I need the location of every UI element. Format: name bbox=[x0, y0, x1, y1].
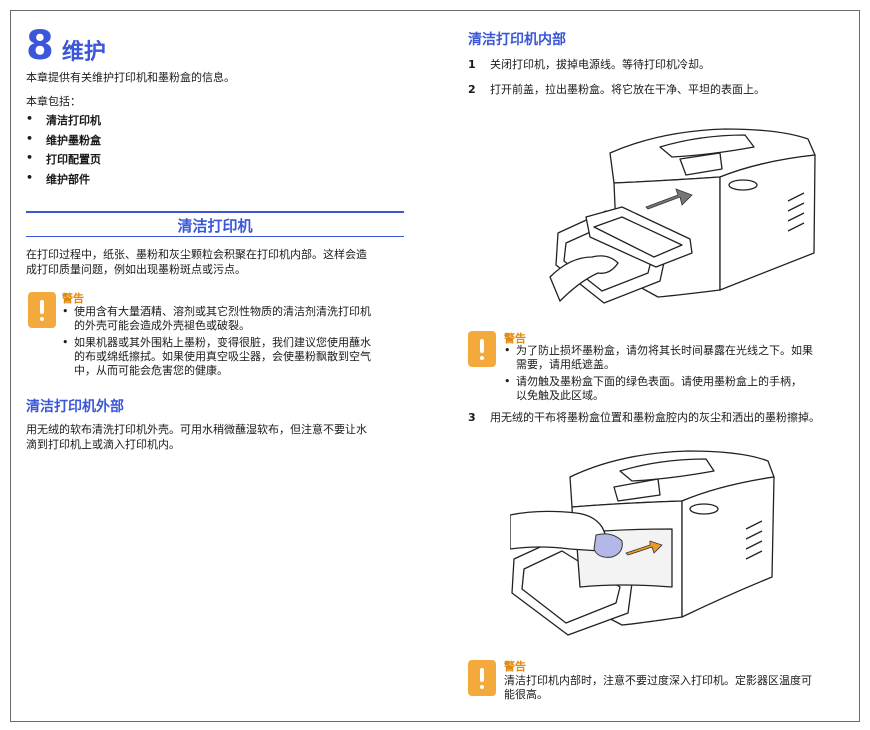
warning-icon bbox=[28, 292, 56, 328]
warning-item: • 为了防止损坏墨粉盒，请勿将其长时间暴露在光线之下。如果需要，请用纸遮盖。 bbox=[504, 344, 813, 371]
section-title: 清洁打印机 bbox=[177, 217, 253, 235]
chapter-title: 8 维护 bbox=[26, 26, 406, 66]
step-1: 1 关闭打印机，拔掉电源线。等待打印机冷却。 bbox=[468, 58, 710, 71]
toc-list: •清洁打印机 •维护墨粉盒 •打印配置页 •维护部件 bbox=[26, 112, 101, 190]
warning-item: • 如果机器或其外围粘上墨粉，变得很脏，我们建议您使用蘸水的布或绵纸擦拭。如果使… bbox=[62, 336, 371, 377]
toc-item[interactable]: •打印配置页 bbox=[26, 151, 101, 166]
warning-icon bbox=[468, 660, 496, 696]
printer-illustration bbox=[549, 128, 816, 304]
warning-item: • 请勿触及墨粉盒下面的绿色表面。请使用墨粉盒上的手柄，以免触及此区域。 bbox=[504, 375, 802, 402]
printer-illustration bbox=[510, 450, 775, 636]
page-frame bbox=[10, 10, 860, 722]
exterior-body: 用无绒的软布清洗打印机外壳。可用水稍微蘸湿软布，但注意不要让水 滴到打印机上或滴… bbox=[26, 423, 367, 451]
section-body: 在打印过程中，纸张、墨粉和灰尘颗粒会积聚在打印机内部。这样会造 成打印质量问题，… bbox=[26, 248, 367, 276]
warning-label: 警告 bbox=[504, 660, 526, 673]
toc-item[interactable]: •维护部件 bbox=[26, 170, 90, 186]
section-header: 清洁打印机 bbox=[26, 211, 404, 237]
toc-item[interactable]: •清洁打印机 bbox=[26, 112, 101, 127]
step-2: 2 打开前盖，拉出墨粉盒。将它放在干净、平坦的表面上。 bbox=[468, 83, 765, 96]
exterior-title: 清洁打印机外部 bbox=[26, 399, 124, 415]
step-3: 3 用无绒的干布将墨粉盒位置和墨粉盒腔内的灰尘和洒出的墨粉擦掉。 bbox=[468, 411, 820, 424]
toc-item[interactable]: •维护墨粉盒 bbox=[26, 131, 101, 147]
warning-label: 警告 bbox=[504, 332, 526, 345]
chapter-name: 维护 bbox=[61, 40, 106, 65]
chapter-number: 8 bbox=[26, 23, 54, 69]
warning-item: • 使用含有大量酒精、溶剂或其它烈性物质的清洁剂清洗打印机的外壳可能会造成外壳褪… bbox=[62, 305, 371, 332]
warning-icon bbox=[468, 331, 496, 367]
includes-label: 本章包括： bbox=[26, 95, 81, 108]
warning-label: 警告 bbox=[62, 292, 84, 305]
interior-title: 清洁打印机内部 bbox=[468, 32, 566, 48]
warning-text: 清洁打印机内部时，注意不要过度深入打印机。定影器区温度可 能很高。 bbox=[504, 674, 812, 701]
chapter-intro: 本章提供有关维护打印机和墨粉盒的信息。 bbox=[26, 71, 235, 84]
